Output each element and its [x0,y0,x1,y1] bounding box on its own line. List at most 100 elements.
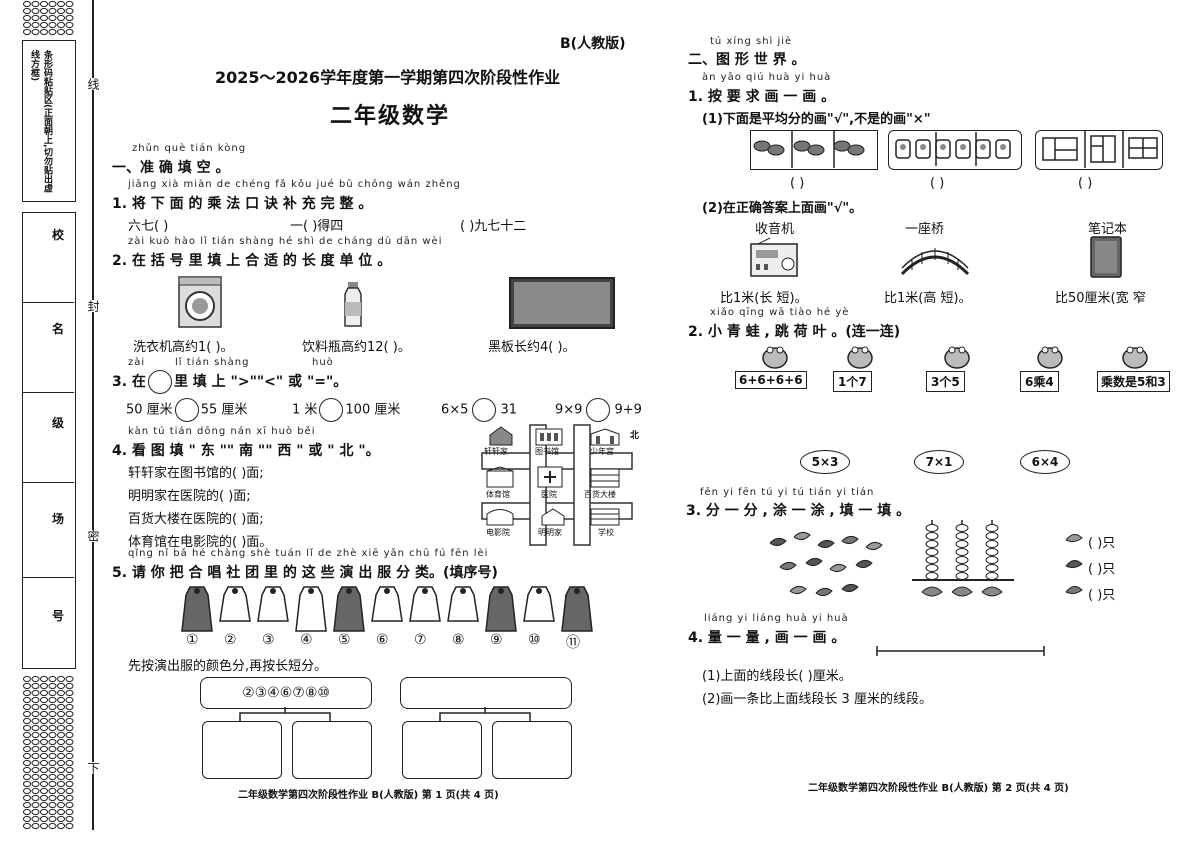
costume-number-5: ⑤ [338,632,351,648]
classify-box-1b[interactable] [292,721,372,779]
frog-card-4[interactable]: 6乘4 [1020,371,1059,392]
costume-collar [194,588,200,594]
q3-circle-sample [147,370,172,394]
q3-item-3-circle[interactable] [472,398,497,422]
binding-dot [31,752,40,760]
binding-dot [65,808,74,816]
q3-item-3-left: 6×5 [441,402,469,418]
q1-item-1[interactable]: 六七( ) [128,219,169,234]
section2-title: 二、图 形 世 界 。 [688,52,806,68]
binding-dot [23,773,31,781]
cups-answer[interactable]: ( ) [930,176,945,191]
frog-card-3[interactable]: 3个5 [926,371,965,392]
frog-card-1[interactable]: 6+6+6+6 [735,371,807,389]
drink-bottle-icon [344,282,362,327]
binding-dot [65,801,74,809]
cut-line [92,0,94,830]
bridge-icon [900,248,970,276]
binding-dot [23,745,31,753]
binding-dot [31,745,40,753]
notebook-icon [1090,236,1122,278]
q1-item-3[interactable]: ( )九七十二 [460,219,527,234]
object-text-notebook[interactable]: 比50厘米(宽 窄 [1055,291,1146,306]
binding-dot [48,815,57,823]
q4-item-2[interactable]: 明明家在医院的( )面; [128,489,251,504]
q2-item-2[interactable]: 饮料瓶高约12( )。 [302,340,411,355]
map-label-school: 学校 [598,528,614,537]
insect-answer-1[interactable]: ( )只 [1088,536,1116,551]
classify-box-1a[interactable] [202,721,282,779]
binding-dot [23,738,31,746]
binding-dot [65,745,74,753]
field-number[interactable]: 号 [22,577,74,667]
insect-answer-3[interactable]: ( )只 [1088,588,1116,603]
classify-box-2b[interactable] [492,721,572,779]
q4-item-3[interactable]: 百货大楼在医院的( )面; [128,512,264,527]
binding-dot [40,815,48,823]
cup-dot [900,144,906,150]
classify-box-group1[interactable]: ②③④⑥⑦⑧⑩ [200,677,372,709]
field-school[interactable]: 校 [22,212,74,303]
object-text-radio[interactable]: 比1米(长 短)。 [720,291,808,306]
object-text-bridge[interactable]: 比1米(高 短)。 [884,291,972,306]
lily-pad-1[interactable]: 5×3 [800,450,850,474]
r-q4-part1[interactable]: (1)上面的线段长( )厘米。 [702,669,852,684]
frog-eye [1041,346,1049,354]
binding-dot [57,7,65,15]
shapes-answer[interactable]: ( ) [1078,176,1093,191]
costume-collar [574,588,580,594]
binding-dot [40,717,48,725]
field-class[interactable]: 级 [22,392,74,483]
map-label-department-store: 百货大楼 [584,490,616,499]
costume-number-4: ④ [300,632,313,648]
q2-item-1[interactable]: 洗衣机高约1( )。 [133,340,234,355]
q3-item-1-circle[interactable] [174,398,199,422]
costume-collar [384,588,390,594]
q5-instruction: 先按演出服的颜色分,再按长短分。 [128,659,328,674]
q2-item-3[interactable]: 黑板长约4( )。 [488,340,576,355]
binding-dot [57,724,65,732]
q4-item-4[interactable]: 体育馆在电影院的( )面。 [128,535,273,550]
lily-pad-2[interactable]: 7×1 [914,450,964,474]
q3-item-2-circle[interactable] [319,398,344,422]
abacus-bead [985,572,999,580]
binding-dot [40,21,48,29]
frog-card-2[interactable]: 1个7 [833,371,872,392]
insect-answer-2[interactable]: ( )只 [1088,562,1116,577]
binding-dot [31,780,40,788]
abacus-bead [985,540,999,548]
costume-row [181,586,593,632]
costume-icon [333,586,365,632]
binding-dot [23,766,31,774]
field-room[interactable]: 场 [22,482,74,578]
lily-pad-3[interactable]: 6×4 [1020,450,1070,474]
q3-pinyin-li: lǐ tián shàng [175,357,250,368]
costume-number-9: ⑨ [490,632,503,648]
costume-collar [536,588,542,594]
fish-answer[interactable]: ( ) [790,176,805,191]
classify-box-2a[interactable] [402,721,482,779]
map-label-gym: 体育馆 [486,490,510,499]
binding-dot [57,745,65,753]
binding-dot [65,14,74,22]
r-q2-pinyin: xiǎo qīng wā tiào hé yè [710,307,850,318]
map-label-xuanxuan: 轩轩家 [484,447,508,456]
binding-dot [48,0,57,8]
binding-dot [31,801,40,809]
radio-icon [750,237,798,277]
q4-item-1[interactable]: 轩轩家在图书馆的( )面; [128,466,264,481]
q3-item-4-circle[interactable] [586,398,611,422]
binding-dot [65,28,74,36]
field-name[interactable]: 名 [22,302,74,393]
frog-icon [847,347,873,369]
q1-item-2[interactable]: 一( )得四 [290,219,344,234]
binding-dot [40,731,48,739]
frog-card-5[interactable]: 乘数是5和3 [1097,371,1170,392]
name-fields [22,212,76,669]
binding-dot [31,724,40,732]
binding-dot [57,703,65,711]
classify-box-group2[interactable] [400,677,572,709]
binding-dot [23,7,31,15]
insect-icon [841,583,859,593]
costume-icon [295,586,327,632]
